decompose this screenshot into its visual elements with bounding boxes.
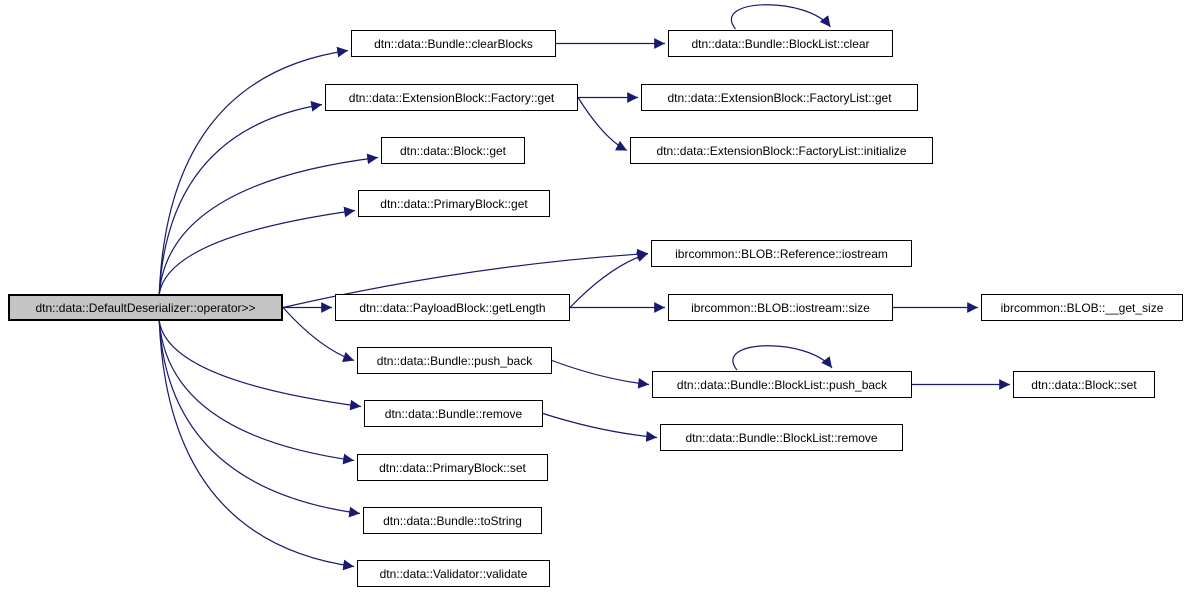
graph-node-reference-iostream[interactable]: ibrcommon::BLOB::Reference::iostream — [651, 240, 912, 267]
graph-node-clearblocks[interactable]: dtn::data::Bundle::clearBlocks — [351, 30, 556, 57]
graph-node-validator-validate[interactable]: dtn::data::Validator::validate — [357, 560, 550, 587]
edge-operator-to-reference-iostream — [282, 248, 649, 309]
edge-blocklist-push-back-to-blocklist-push-back — [732, 345, 833, 371]
graph-node-factory-get[interactable]: dtn::data::ExtensionBlock::Factory::get — [325, 84, 578, 111]
graph-node-block-get[interactable]: dtn::data::Block::get — [381, 137, 525, 164]
edge-bundle-remove-to-blocklist-remove — [542, 412, 658, 442]
graph-node-blocklist-push-back[interactable]: dtn::data::Bundle::BlockList::push_back — [652, 371, 912, 398]
edge-operator-to-bundle-push-back — [282, 307, 355, 363]
edge-operator-to-validator-validate — [158, 320, 355, 571]
edge-operator-to-block-get — [158, 153, 379, 295]
edge-getlength-to-reference-iostream — [569, 251, 649, 308]
edge-operator-to-bundle-remove — [158, 320, 362, 411]
edge-bundle-push-back-to-blocklist-push-back — [551, 359, 650, 389]
edge-operator-to-clearblocks — [158, 46, 349, 295]
graph-node-factorylist-get[interactable]: dtn::data::ExtensionBlock::FactoryList::… — [641, 84, 918, 111]
graph-node-bundle-push-back[interactable]: dtn::data::Bundle::push_back — [357, 347, 552, 374]
edge-operator-to-factory-get — [158, 100, 323, 295]
graph-node-blocklist-clear[interactable]: dtn::data::Bundle::BlockList::clear — [668, 30, 893, 57]
graph-node-blocklist-remove[interactable]: dtn::data::Bundle::BlockList::remove — [660, 424, 903, 451]
graph-node-operator: dtn::data::DefaultDeserializer::operator… — [8, 294, 283, 321]
graph-node-getlength[interactable]: dtn::data::PayloadBlock::getLength — [335, 294, 570, 321]
edge-blocklist-clear-to-blocklist-clear — [731, 4, 831, 30]
edge-group — [158, 4, 1010, 571]
graph-node-bundle-tostring[interactable]: dtn::data::Bundle::toString — [363, 507, 542, 534]
graph-node-bundle-remove[interactable]: dtn::data::Bundle::remove — [364, 400, 543, 427]
graph-node-block-set[interactable]: dtn::data::Block::set — [1013, 371, 1155, 398]
graph-node-primaryblock-get[interactable]: dtn::data::PrimaryBlock::get — [358, 190, 550, 217]
graph-node-factorylist-initialize[interactable]: dtn::data::ExtensionBlock::FactoryList::… — [630, 137, 933, 164]
graph-node-primaryblock-set[interactable]: dtn::data::PrimaryBlock::set — [357, 454, 548, 481]
edge-operator-to-primaryblock-get — [158, 206, 356, 295]
edge-operator-to-primaryblock-set — [158, 320, 355, 465]
edge-operator-to-bundle-tostring — [158, 320, 361, 518]
edge-factory-get-to-factorylist-initialize — [577, 97, 628, 152]
graph-node-get-size[interactable]: ibrcommon::BLOB::__get_size — [981, 294, 1183, 321]
graph-node-iostream-size[interactable]: ibrcommon::BLOB::iostream::size — [668, 294, 893, 321]
